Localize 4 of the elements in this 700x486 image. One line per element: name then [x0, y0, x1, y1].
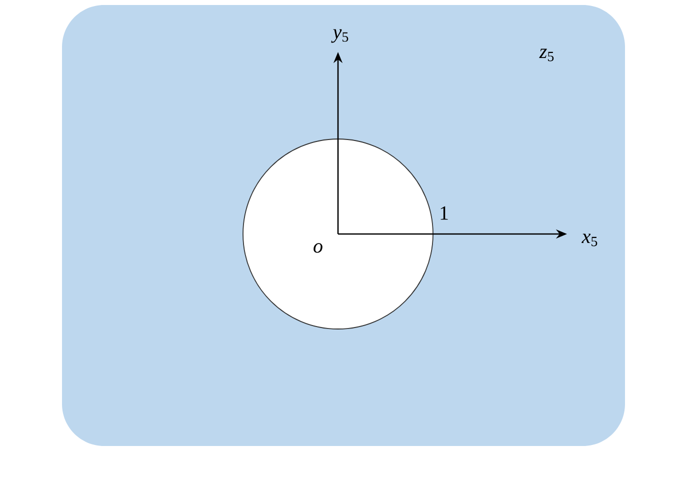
axis-label: y$_{5}$ — [331, 29, 348, 43]
origin-label: o — [314, 243, 322, 253]
axis-label: x$_{5}$ — [582, 234, 598, 246]
unit-circle — [242, 138, 434, 330]
